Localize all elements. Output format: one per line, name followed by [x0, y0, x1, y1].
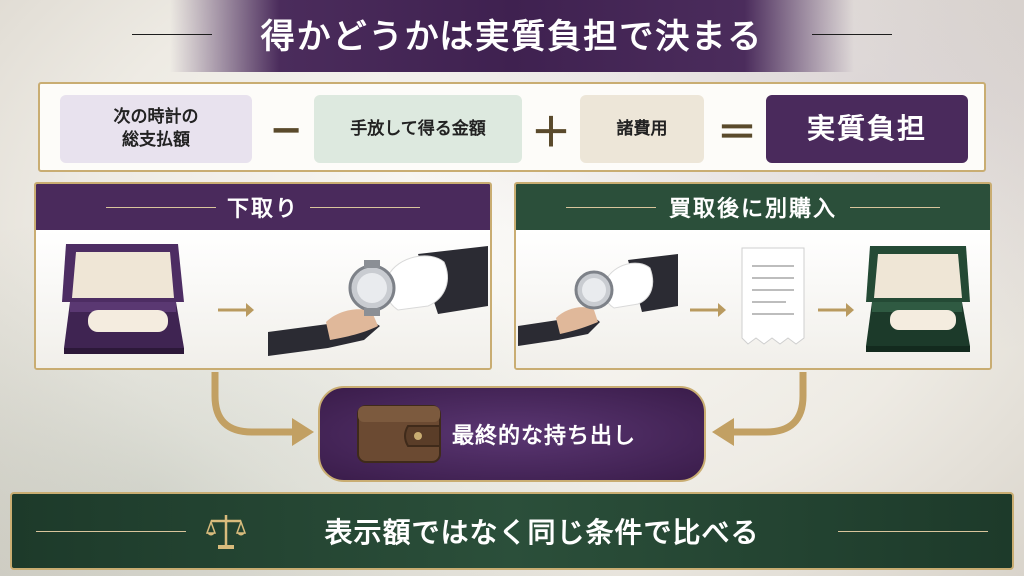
wallet-icon	[357, 405, 441, 463]
formula-term-total-payment: 次の時計の 総支払額	[60, 95, 252, 163]
receipt-icon	[741, 247, 805, 345]
title-rule-right	[812, 34, 892, 35]
buy-after-sale-title: 買取後に別購入	[668, 196, 837, 222]
arrow-right-icon	[690, 303, 726, 317]
final-outlay-box	[318, 386, 706, 482]
trade-in-panel-body	[36, 230, 490, 368]
watch-handover-icon	[518, 254, 678, 346]
buy-after-sale-panel-body	[516, 230, 990, 368]
header-rule-left	[566, 207, 656, 208]
page-title: 得かどうかは実質負担で決まる	[260, 16, 764, 57]
arrow-right-icon	[218, 303, 254, 317]
green-watch-box-icon	[866, 246, 970, 352]
balance-scale-icon	[206, 515, 246, 549]
title-banner	[170, 0, 854, 72]
minus-operator: −	[269, 105, 303, 153]
formula-term-fees: 諸費用	[580, 95, 704, 163]
bottom-rule-left	[36, 531, 186, 532]
formula-result: 実質負担	[766, 95, 968, 163]
purple-watch-box-icon	[62, 244, 184, 354]
bottom-message: 表示額ではなく同じ条件で比べる	[324, 516, 760, 549]
formula-bar: 次の時計の 総支払額 − 手放して得る金額 ＋ 諸費用 ＝ 実質負担	[38, 82, 986, 172]
plus-operator: ＋	[531, 109, 571, 156]
final-outlay-label: 最終的な持ち出し	[452, 423, 637, 449]
header-rule-right	[850, 207, 940, 208]
trade-in-panel: 下取り	[34, 182, 492, 370]
buy-after-sale-panel: 買取後に別購入	[514, 182, 992, 370]
trade-in-title: 下取り	[226, 196, 299, 222]
formula-term-sale-amount: 手放して得る金額	[314, 95, 522, 163]
buy-after-sale-panel-header: 買取後に別購入	[516, 184, 990, 230]
header-rule-left	[106, 207, 216, 208]
title-rule-left	[132, 34, 212, 35]
trade-in-panel-header: 下取り	[36, 184, 490, 230]
watch-handover-icon	[268, 246, 488, 356]
arrow-right-icon	[818, 303, 854, 317]
bottom-rule-right	[838, 531, 988, 532]
equals-operator: ＝	[717, 109, 757, 156]
header-rule-right	[310, 207, 420, 208]
